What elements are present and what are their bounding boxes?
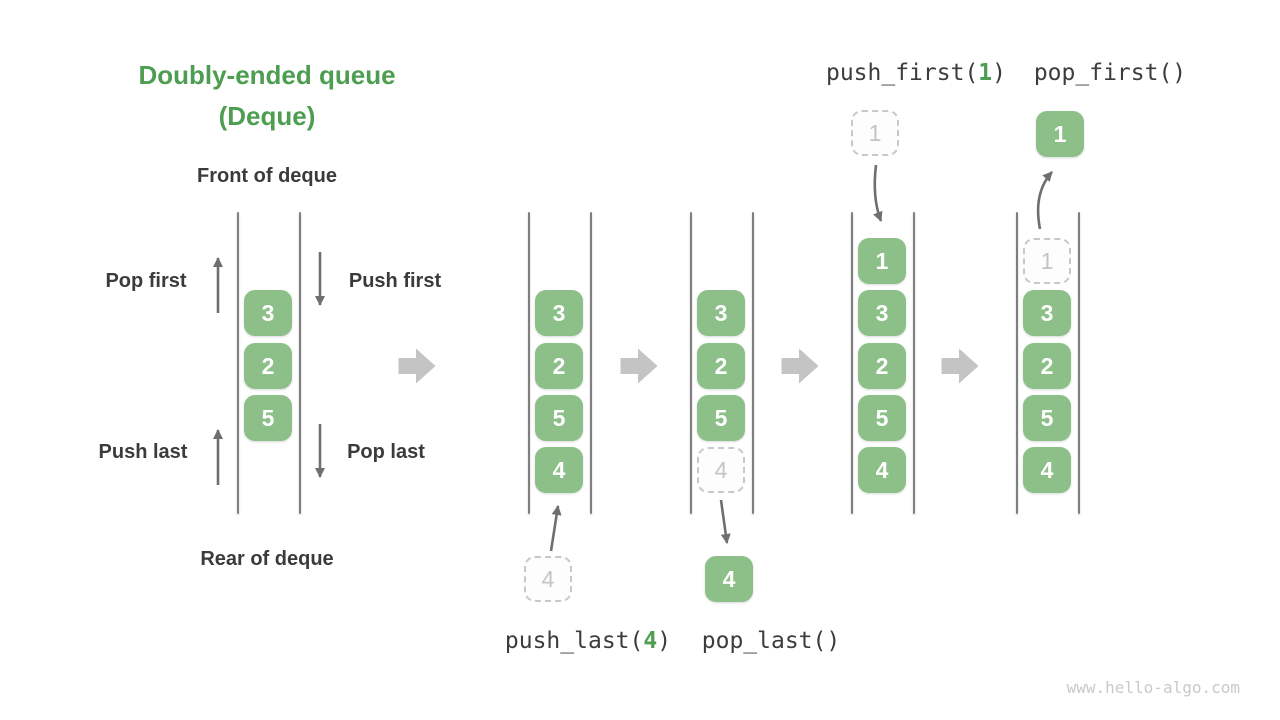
step-arrow-icon bbox=[941, 348, 979, 384]
queue-cell: 2 bbox=[858, 343, 906, 389]
code-text: ) bbox=[657, 628, 672, 654]
step-arrow-icon bbox=[781, 348, 819, 384]
queue-right-rail bbox=[590, 212, 592, 514]
code-arg: 1 bbox=[978, 60, 993, 86]
queue-cell: 5 bbox=[858, 395, 906, 441]
push-last-incoming-ghost-cell: 4 bbox=[524, 556, 572, 602]
queue-cell: 4 bbox=[1023, 447, 1071, 493]
queue-cell: 2 bbox=[1023, 343, 1071, 389]
code-text: ) bbox=[992, 60, 1007, 86]
watermark: www.hello-algo.com bbox=[1066, 678, 1240, 697]
pop-first-label: Pop first bbox=[105, 270, 187, 292]
queue-cell: 4 bbox=[858, 447, 906, 493]
diagram-title-line1: Doubly-ended queue bbox=[138, 60, 396, 90]
code-arg: 4 bbox=[643, 628, 658, 654]
deque-state-after-push-last: 3 2 5 4 bbox=[528, 212, 592, 514]
deque-state-after-pop-first: 1 3 2 5 4 bbox=[1016, 212, 1080, 514]
queue-right-rail bbox=[752, 212, 754, 514]
queue-cell: 3 bbox=[858, 290, 906, 336]
queue-left-rail bbox=[851, 212, 853, 514]
step-arrow-icon bbox=[620, 348, 658, 384]
queue-cell: 5 bbox=[697, 395, 745, 441]
pop-last-code-label: pop_last() bbox=[701, 628, 841, 654]
diagram-title-line2: (Deque) bbox=[218, 101, 316, 131]
queue-left-rail bbox=[528, 212, 530, 514]
queue-left-rail bbox=[690, 212, 692, 514]
deque-state-after-push-first: 1 3 2 5 4 bbox=[851, 212, 915, 514]
push-last-code-label: push_last(4) bbox=[468, 628, 708, 654]
queue-right-rail bbox=[913, 212, 915, 514]
queue-cell: 3 bbox=[1023, 290, 1071, 336]
push-first-label: Push first bbox=[348, 270, 442, 292]
pop-first-code-label: pop_first() bbox=[1033, 60, 1187, 86]
queue-ghost-cell: 4 bbox=[697, 447, 745, 493]
pop-first-popped-cell: 1 bbox=[1036, 111, 1084, 157]
queue-right-rail bbox=[299, 212, 301, 514]
pop-last-popped-cell: 4 bbox=[705, 556, 753, 602]
code-text: push_first( bbox=[825, 60, 979, 86]
queue-cell: 3 bbox=[244, 290, 292, 336]
rear-of-deque-label: Rear of deque bbox=[200, 548, 334, 570]
queue-cell: 1 bbox=[858, 238, 906, 284]
queue-cell: 3 bbox=[697, 290, 745, 336]
queue-cell: 2 bbox=[244, 343, 292, 389]
queue-cell: 4 bbox=[535, 447, 583, 493]
queue-cell: 2 bbox=[535, 343, 583, 389]
step-arrow-icon bbox=[398, 348, 436, 384]
deque-state-after-pop-last: 3 2 5 4 bbox=[690, 212, 754, 514]
queue-right-rail bbox=[1078, 212, 1080, 514]
queue-cell: 2 bbox=[697, 343, 745, 389]
queue-cell: 3 bbox=[535, 290, 583, 336]
queue-cell: 5 bbox=[535, 395, 583, 441]
deque-state-initial: 3 2 5 bbox=[237, 212, 301, 514]
queue-left-rail bbox=[237, 212, 239, 514]
pop-last-label: Pop last bbox=[347, 441, 425, 463]
push-last-label: Push last bbox=[98, 441, 188, 463]
queue-ghost-cell: 1 bbox=[1023, 238, 1071, 284]
code-text: push_last( bbox=[504, 628, 644, 654]
queue-cell: 5 bbox=[1023, 395, 1071, 441]
push-first-incoming-ghost-cell: 1 bbox=[851, 110, 899, 156]
queue-left-rail bbox=[1016, 212, 1018, 514]
push-first-code-label: push_first(1) bbox=[796, 60, 1036, 86]
queue-cell: 5 bbox=[244, 395, 292, 441]
front-of-deque-label: Front of deque bbox=[197, 165, 337, 187]
